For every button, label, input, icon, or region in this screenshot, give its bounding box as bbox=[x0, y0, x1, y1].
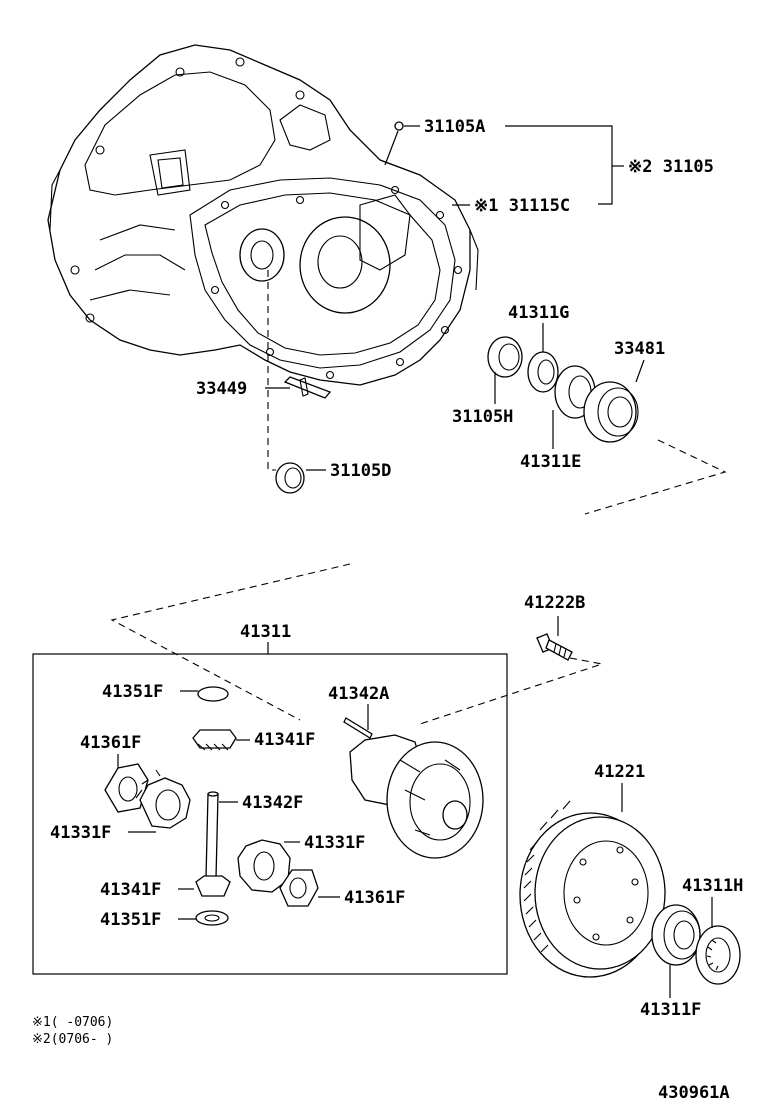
label-41311G: 41311G bbox=[508, 303, 569, 323]
label-41331F-right: 41331F bbox=[304, 833, 365, 853]
side-gear-41331F-left bbox=[135, 769, 191, 829]
label-41342A: 41342A bbox=[328, 684, 389, 704]
bearing-33481 bbox=[583, 381, 639, 443]
label-33481: 33481 bbox=[614, 339, 665, 359]
footnote-1: ※1( -0706) bbox=[32, 1015, 113, 1030]
washer-41351F-top bbox=[197, 686, 229, 702]
label-41341F-bottom: 41341F bbox=[100, 880, 161, 900]
label-31115C: ※1 31115C bbox=[474, 196, 570, 216]
label-31105H: 31105H bbox=[452, 407, 513, 427]
diagram-id: 430961A bbox=[658, 1083, 730, 1103]
label-41341F-top: 41341F bbox=[254, 730, 315, 750]
plate-41311H bbox=[695, 925, 741, 985]
pin-33449 bbox=[283, 376, 332, 399]
bolt-41222B bbox=[536, 633, 573, 661]
label-41221: 41221 bbox=[594, 762, 645, 782]
shim-41311G bbox=[527, 351, 559, 393]
plug-31105A bbox=[394, 121, 404, 131]
label-41361F-left: 41361F bbox=[80, 733, 141, 753]
pinion-41341F-bottom bbox=[195, 875, 231, 897]
seal-31105D bbox=[275, 462, 305, 494]
label-31105A: 31105A bbox=[424, 117, 485, 137]
differential-assy-box bbox=[32, 653, 508, 975]
label-41351F-bottom: 41351F bbox=[100, 910, 161, 930]
pin-41342A bbox=[343, 717, 373, 739]
pinion-41341F-top bbox=[192, 729, 237, 751]
ring-gear-41221 bbox=[519, 800, 666, 978]
thrust-washer-41361F-right bbox=[279, 869, 319, 907]
label-31105D: 31105D bbox=[330, 461, 391, 481]
label-41222B: 41222B bbox=[524, 593, 585, 613]
seal-31105H bbox=[487, 336, 523, 378]
label-33449: 33449 bbox=[196, 379, 247, 399]
label-41311H: 41311H bbox=[682, 876, 743, 896]
transaxle-case-drawing bbox=[47, 44, 479, 386]
label-31105-assy: ※2 31105 bbox=[628, 157, 714, 177]
label-41331F-left: 41331F bbox=[50, 823, 111, 843]
shaft-41342F bbox=[205, 793, 219, 879]
label-41311F: 41311F bbox=[640, 1000, 701, 1020]
label-41342F: 41342F bbox=[242, 793, 303, 813]
bearing-41311F bbox=[651, 904, 701, 966]
label-41351F-top: 41351F bbox=[102, 682, 163, 702]
differential-case bbox=[349, 734, 484, 859]
footnote-2: ※2(0706- ) bbox=[32, 1032, 113, 1047]
label-41311: 41311 bbox=[240, 622, 291, 642]
washer-41351F-bottom bbox=[195, 910, 229, 926]
label-41311E: 41311E bbox=[520, 452, 581, 472]
side-gear-41331F-right bbox=[237, 839, 291, 893]
label-41361F-right: 41361F bbox=[344, 888, 405, 908]
